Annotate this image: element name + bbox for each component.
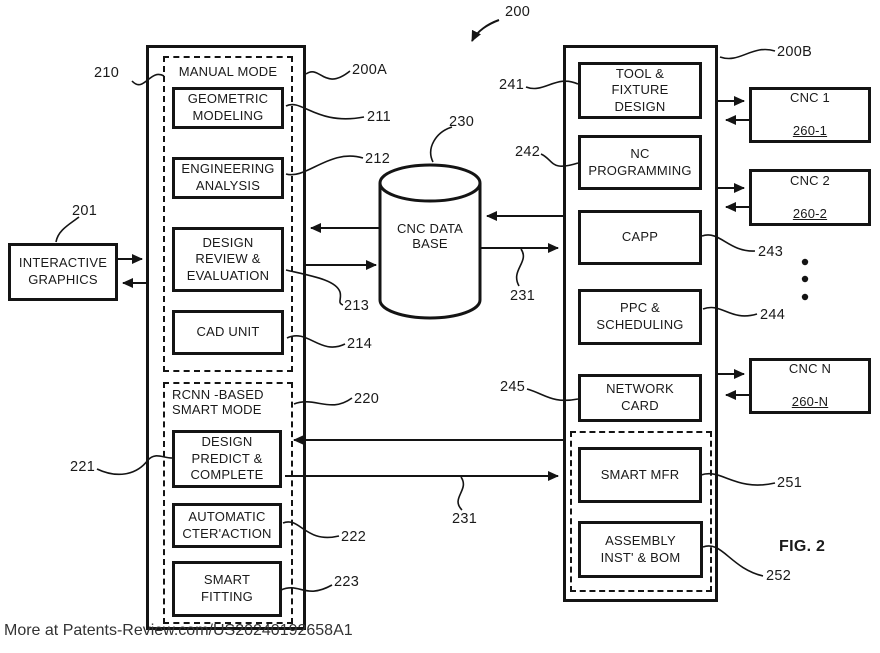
leader-200a xyxy=(305,70,351,80)
ellipsis-dots xyxy=(801,258,809,301)
ref-231-upper: 231 xyxy=(510,288,536,304)
box-design-predict-complete: DESIGN PREDICT & COMPLETE xyxy=(172,430,282,488)
cnc2-name: CNC 2 xyxy=(789,172,830,188)
ref-200: 200 xyxy=(505,4,531,20)
ref-242: 242 xyxy=(515,144,541,160)
ref-210: 210 xyxy=(94,65,120,81)
leader-200b xyxy=(719,48,776,60)
cncn-name: CNC N xyxy=(788,361,832,377)
ref-200a: 200A xyxy=(352,62,388,78)
ref-214: 214 xyxy=(347,336,373,352)
ref-245: 245 xyxy=(500,379,526,395)
ref-200b: 200B xyxy=(777,44,813,60)
box-interactive-graphics: INTERACTIVE GRAPHICS xyxy=(8,243,118,301)
leader-231-upper xyxy=(515,248,525,287)
box-engineering-analysis: ENGINEERING ANALYSIS xyxy=(172,157,284,199)
ref-222: 222 xyxy=(341,529,367,545)
arrow-ref-200 xyxy=(471,19,500,42)
box-assembly-inst-bom: ASSEMBLY INST' & BOM xyxy=(578,521,703,578)
figure-caption: FIG. 2 xyxy=(779,538,826,555)
cnc2-ref: 260-2 xyxy=(792,205,828,221)
ref-220: 220 xyxy=(354,391,380,407)
leader-230 xyxy=(429,126,453,163)
cnc1-ref: 260-1 xyxy=(792,123,828,139)
ref-244: 244 xyxy=(760,307,786,323)
smart-mode-group xyxy=(163,382,293,624)
box-smart-mfr: SMART MFR xyxy=(578,447,702,503)
ref-212: 212 xyxy=(365,151,391,167)
box-design-review-evaluation: DESIGN REVIEW & EVALUATION xyxy=(172,227,284,292)
ref-241: 241 xyxy=(499,77,525,93)
ref-221: 221 xyxy=(70,459,96,475)
cncn-ref: 260-N xyxy=(791,394,829,410)
database-label: CNC DATA BASE xyxy=(396,221,464,251)
box-geometric-modeling: GEOMETRIC MODELING xyxy=(172,87,284,129)
ref-243: 243 xyxy=(758,244,784,260)
leader-231-lower xyxy=(457,476,465,511)
box-smart-fitting: SMART FITTING xyxy=(172,561,282,617)
box-network-card: NETWORK CARD xyxy=(578,374,702,422)
box-ppc-scheduling: PPC & SCHEDULING xyxy=(578,289,702,345)
manual-mode-title: MANUAL MODE xyxy=(178,64,278,79)
ref-252: 252 xyxy=(766,568,792,584)
watermark-text: More at Patents-Review.com/US20240192658… xyxy=(4,622,353,639)
ref-223: 223 xyxy=(334,574,360,590)
ref-211: 211 xyxy=(367,109,392,125)
smart-mode-title: RCNN -BASED SMART MODE xyxy=(172,387,264,417)
box-tool-fixture-design: TOOL & FIXTURE DESIGN xyxy=(578,62,702,119)
box-cad-unit: CAD UNIT xyxy=(172,310,284,355)
ref-251: 251 xyxy=(777,475,803,491)
ref-231-lower: 231 xyxy=(452,511,478,527)
box-cnc-1: CNC 1 260-1 xyxy=(749,87,871,143)
cnc1-name: CNC 1 xyxy=(789,90,830,106)
leader-201 xyxy=(55,216,80,243)
box-nc-programming: NC PROGRAMMING xyxy=(578,135,702,190)
box-capp: CAPP xyxy=(578,210,702,265)
ref-213: 213 xyxy=(344,298,370,314)
smart-mfr-group xyxy=(570,431,712,592)
box-automatic-cteraction: AUTOMATIC CTER'ACTION xyxy=(172,503,282,548)
ref-230: 230 xyxy=(449,114,475,130)
ref-201: 201 xyxy=(72,203,98,219)
manual-mode-group xyxy=(163,56,293,372)
box-cnc-2: CNC 2 260-2 xyxy=(749,169,871,226)
box-cnc-n: CNC N 260-N xyxy=(749,358,871,414)
